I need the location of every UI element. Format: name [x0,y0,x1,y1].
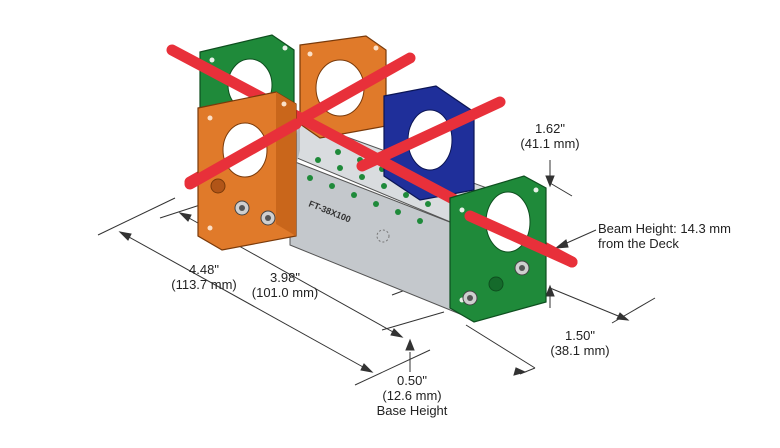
depth-imperial: 1.50" [565,328,595,343]
mount-height-imperial: 1.62" [535,121,565,136]
depth-metric: (38.1 mm) [550,343,610,358]
arrowhead [545,284,555,297]
extension-line [159,204,201,219]
base-length-label: 3.98" (101.0 mm) [240,270,330,300]
base-length-imperial: 3.98" [270,270,300,285]
mount-hole [210,178,226,194]
overall-length-imperial: 4.48" [189,262,219,277]
overall-length-label: 4.48" (113.7 mm) [164,262,244,292]
arrowhead [178,212,192,222]
arrowhead [390,328,404,338]
base-height-imperial: 0.50" [397,373,427,388]
beam-diagonal-right [356,96,506,172]
extension-line [549,182,573,197]
green-mount-front [449,175,578,323]
extension-line [465,324,536,369]
dimension-lines [97,160,656,386]
base-height-label: 0.50" (12.6 mm) Base Height [372,373,452,418]
arrowhead [554,239,569,249]
base-height-metric: (12.6 mm) [382,388,442,403]
beam-height-line1: Beam Height: 14.3 mm [598,221,731,236]
dimension-line-depth [549,287,629,321]
mount-hole [488,276,504,292]
beam-height-label: Beam Height: 14.3 mm from the Deck [598,221,731,251]
arrowhead [513,367,527,376]
beam-height-line2: from the Deck [598,236,679,251]
arrowhead [545,175,555,188]
extension-line [354,349,431,386]
beam-through-orange [184,118,302,190]
extension-line [519,367,536,375]
arrowhead [616,312,630,321]
base-length-metric: (101.0 mm) [251,285,319,300]
arrowhead [118,231,132,241]
dimension-line-overall-length [119,231,373,373]
base-logo-mark [376,229,390,243]
orange-mount-front [184,91,302,251]
mount-height-metric: (41.1 mm) [520,136,580,151]
beam-through-green [464,210,578,268]
extension-line [381,311,445,331]
extension-line [97,197,176,236]
depth-label: 1.50" (38.1 mm) [540,328,620,358]
base-height-caption: Base Height [376,403,448,418]
overall-length-metric: (113.7 mm) [171,277,237,292]
mount-height-label: 1.62" (41.1 mm) [508,121,592,151]
arrowhead [405,338,415,351]
arrowhead [360,363,374,373]
